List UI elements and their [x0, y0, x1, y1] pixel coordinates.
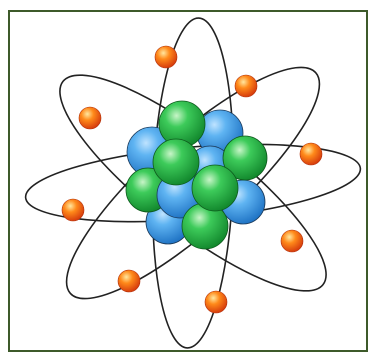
nucleus: [126, 101, 267, 249]
neutron: [153, 139, 199, 185]
electron: [281, 230, 303, 252]
electron: [79, 107, 101, 129]
electron: [62, 199, 84, 221]
neutron: [192, 165, 238, 211]
electron: [235, 75, 257, 97]
electron: [155, 46, 177, 68]
electron: [300, 143, 322, 165]
electron: [205, 291, 227, 313]
electron: [118, 270, 140, 292]
